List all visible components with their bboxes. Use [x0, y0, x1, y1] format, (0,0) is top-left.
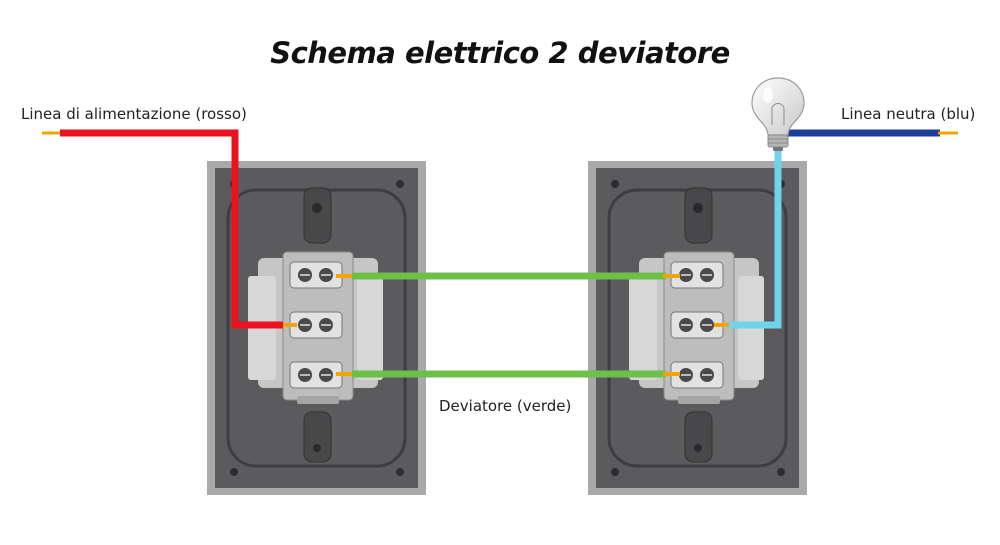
power-wire	[42, 129, 297, 329]
neutral-line-label: Linea neutra (blu)	[841, 105, 976, 123]
traveler-wires-label: Deviatore (verde)	[439, 397, 572, 415]
terminal-left-top	[289, 261, 343, 289]
terminal-right-top	[670, 261, 724, 289]
light-bulb-icon	[751, 77, 805, 151]
lamp-return-wire	[714, 138, 782, 329]
diagram-title: Schema elettrico 2 deviatore	[270, 36, 730, 70]
terminal-left-common	[289, 311, 343, 339]
switch-left	[207, 161, 426, 495]
terminal-left-bottom	[289, 361, 343, 389]
power-line-label: Linea di alimentazione (rosso)	[21, 105, 247, 123]
switch-right	[588, 161, 807, 495]
terminal-right-common	[670, 311, 724, 339]
